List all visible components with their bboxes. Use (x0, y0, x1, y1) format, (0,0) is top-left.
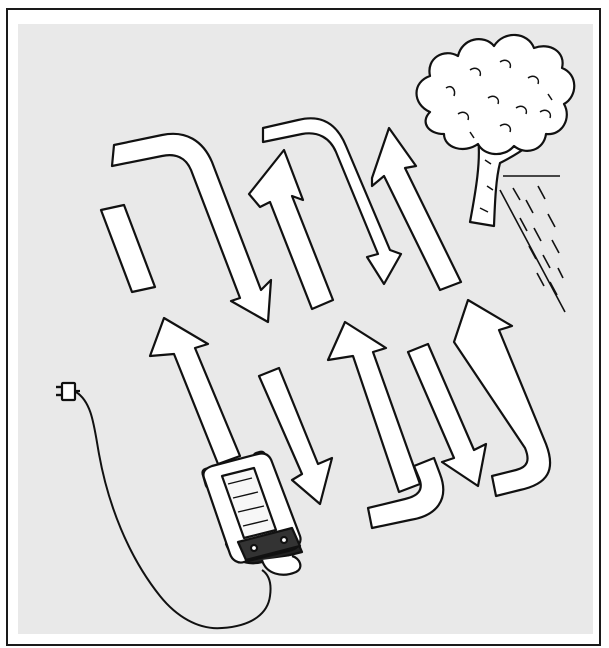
lawn-mower-icon (201, 451, 302, 575)
power-plug-icon (56, 383, 80, 400)
